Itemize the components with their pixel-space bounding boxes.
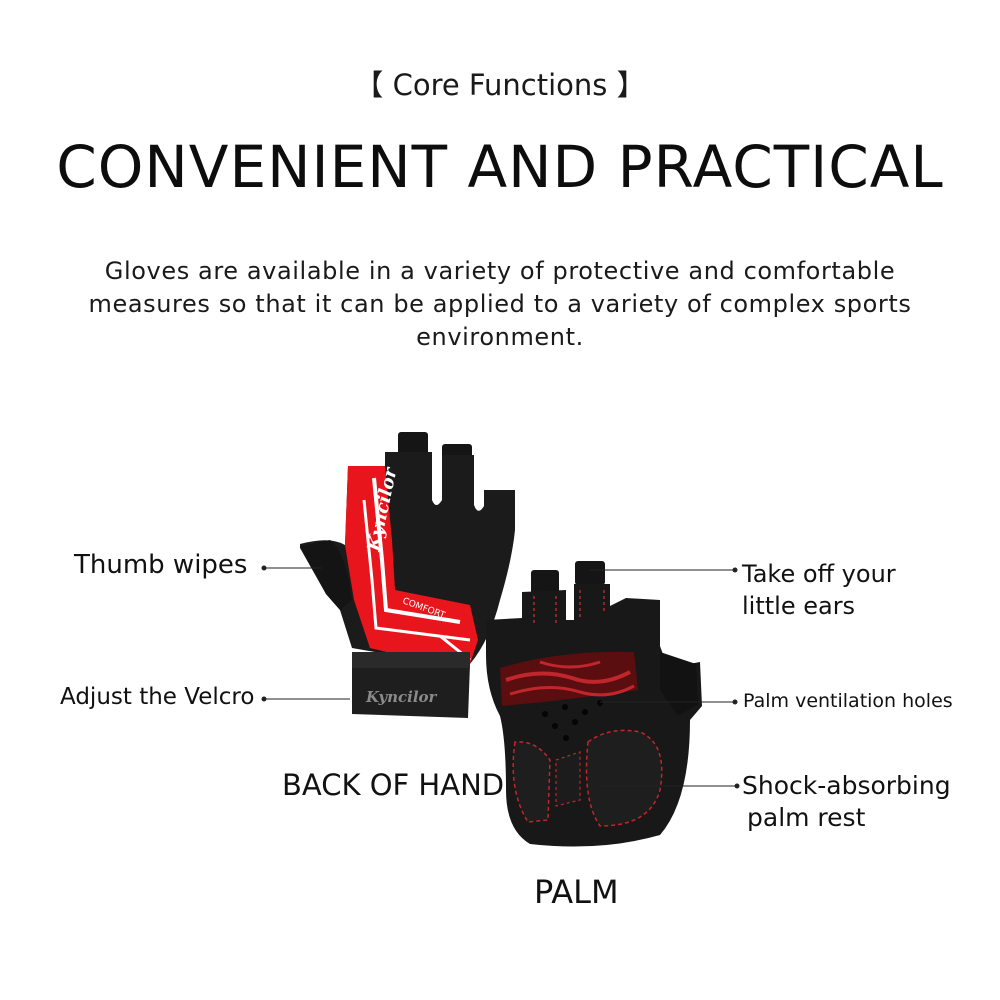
velcro-brand-text: Kyncilor	[365, 688, 438, 706]
palm-glove	[486, 561, 702, 847]
grip-pattern-1	[505, 670, 631, 684]
ventilation-holes	[542, 700, 603, 741]
shock-pad-left	[512, 741, 551, 823]
palm-thumb-wedge	[660, 652, 698, 716]
callout-ears-line-2: little ears	[742, 592, 856, 620]
back-velcro-edge	[352, 652, 470, 668]
back-of-hand-glove: Kyncilor COMFORT Kyncilor	[300, 432, 515, 718]
page-headline: CONVENIENT AND PRACTICAL	[56, 133, 944, 201]
caption-back-of-hand: BACK OF HAND	[282, 768, 505, 802]
shock-pad-center	[555, 751, 581, 807]
palm-finger-tab-2	[575, 561, 605, 585]
grip-pattern-3	[539, 660, 601, 669]
palm-finger-tab-1	[531, 570, 559, 594]
callout-shock-absorbing: Shock-absorbing palm rest	[742, 770, 951, 834]
callout-lines	[261, 565, 740, 789]
callout-thumb-wipes: Thumb wipes	[74, 550, 248, 580]
callout-palm-ventilation: Palm ventilation holes	[743, 690, 953, 712]
section-kicker: 【 Core Functions 】	[354, 68, 646, 102]
callout-shock-line-2: palm rest	[747, 803, 866, 832]
back-stripe-2	[362, 499, 471, 642]
grip-pattern-2	[509, 684, 635, 697]
callout-ears-line-1: Take off your	[742, 560, 896, 588]
back-velcro-strap	[352, 654, 470, 718]
callout-adjust-velcro: Adjust the Velcro	[60, 684, 255, 710]
back-stripe-1	[372, 477, 461, 624]
shock-pad-right	[585, 729, 663, 827]
caption-palm: PALM	[534, 873, 619, 911]
back-thumb-piece	[300, 540, 352, 610]
callout-take-off-ears: Take off your little ears	[742, 558, 896, 622]
callout-shock-line-1: Shock-absorbing	[742, 771, 951, 800]
page-description: Gloves are available in a variety of pro…	[88, 257, 912, 351]
